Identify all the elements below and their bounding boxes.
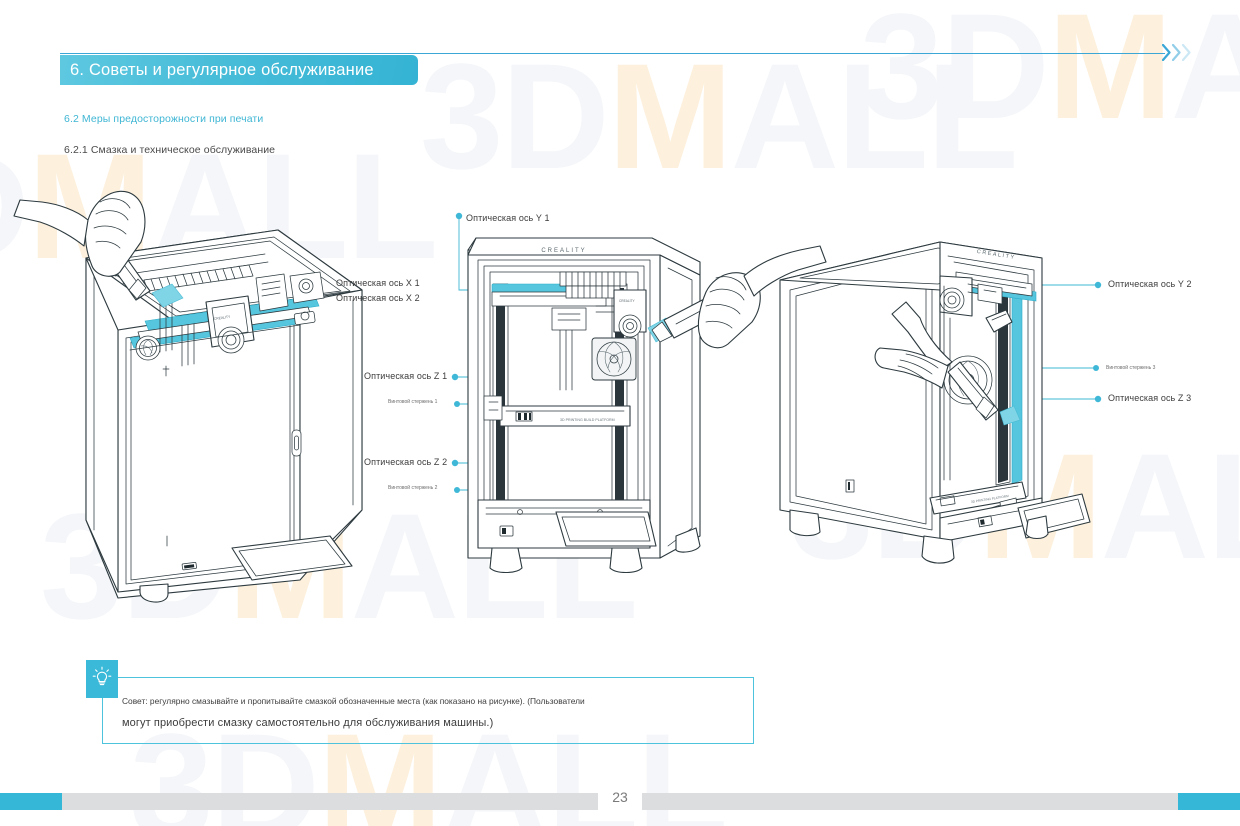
hand-brush-1 <box>13 190 184 308</box>
watermark-m: M <box>1047 0 1173 150</box>
svg-text:3D PRINTING BUILD PLATFORM: 3D PRINTING BUILD PLATFORM <box>560 418 615 422</box>
chevron-decoration <box>1162 44 1191 61</box>
printer-illustration-1: РЕАЛЬНОСТЬ CREALITY <box>13 190 363 603</box>
section-heading-6-2-1: 6.2.1 Смазка и техническое обслуживание <box>64 144 276 156</box>
rail-z3 <box>1011 291 1023 485</box>
toolhead-1: CREALITY <box>205 295 255 354</box>
callout-label-optical-z2: Оптическая ось Z 2 <box>364 457 448 467</box>
chevron-right-icon <box>1172 44 1181 61</box>
toolhead-2: CREALITY <box>595 289 647 338</box>
screw-rod-3 <box>998 296 1008 483</box>
svg-text:CREALITY: CREALITY <box>214 315 232 321</box>
printer-illustration-3: CREALITY <box>779 241 1091 564</box>
footer-cap-right <box>1178 793 1240 810</box>
watermark: 3DMALL <box>420 30 1019 203</box>
callout-label-screw-rod-2: Винтовой стержень 2 <box>388 485 438 491</box>
callout-label-optical-x2: Оптическая ось X 2 <box>336 293 420 303</box>
tip-text-line-1: Совет: регулярно смазывайте и пропитывай… <box>122 696 585 706</box>
chevron-right-icon <box>1182 44 1191 61</box>
fan-1 <box>135 335 161 361</box>
tip-icon-box <box>86 660 118 698</box>
watermark-all: ALL <box>730 32 1019 200</box>
watermark-m: M <box>607 32 733 200</box>
callout-label-optical-y1: Оптическая ось Y 1 <box>466 213 550 223</box>
printer-2-brand: CREALITY <box>541 248 586 254</box>
footer-cap-left <box>0 793 62 810</box>
footer-bar <box>0 793 1240 810</box>
hand-brush-3 <box>874 301 1021 426</box>
watermark: 3DMALL <box>860 0 1240 153</box>
cable-chain-2 <box>559 271 627 299</box>
callout-label-optical-z3: Оптическая ось Z 3 <box>1108 393 1192 403</box>
hand-brush-2 <box>647 245 827 349</box>
footer-gray-right <box>642 793 1178 810</box>
callout-label-screw-rod-1: Винтовой стержень 1 <box>388 399 438 405</box>
footer-page-gap <box>598 793 642 810</box>
chapter-title: 6. Советы и регулярное обслуживание <box>70 60 374 79</box>
printer-illustration-2: CREALITY CREALITY <box>467 237 827 574</box>
illustration-area: .ln { fill:none; stroke:#2d3a3f; stroke-… <box>0 180 1240 620</box>
callout-label-optical-y2: Оптическая ось Y 2 <box>1108 279 1192 289</box>
chevron-right-icon <box>1162 44 1171 61</box>
fan-2 <box>591 337 637 381</box>
callout-label-optical-x1: Оптическая ось X 1 <box>336 278 420 288</box>
lightbulb-icon <box>92 666 112 693</box>
electronics-1 <box>255 271 325 326</box>
svg-text:CREALITY: CREALITY <box>619 299 635 303</box>
callout-label-screw-rod-3: Винтовой стержень 3 <box>1106 365 1156 371</box>
knob-3 <box>985 309 1013 333</box>
header-rule <box>60 53 1165 54</box>
watermark-3d: 3D <box>420 32 610 200</box>
page-number: 23 <box>612 789 628 805</box>
watermark-3d: 3D <box>860 0 1050 150</box>
toolhead-3 <box>939 275 1003 317</box>
chapter-header-bar: 6. Советы и регулярное обслуживание <box>60 55 418 85</box>
svg-text:3D PRINTING PLATFORM: 3D PRINTING PLATFORM <box>971 494 1010 504</box>
tip-text-line-2: могут приобрести смазку самостоятельно д… <box>122 717 494 729</box>
callout-label-optical-z1: Оптическая ось Z 1 <box>364 371 448 381</box>
tip-box <box>102 677 754 744</box>
watermark-all: ALL <box>1170 0 1240 150</box>
z-rod-right <box>615 288 624 512</box>
footer-gray-left <box>62 793 598 810</box>
section-heading-6-2: 6.2 Меры предосторожности при печати <box>64 113 264 125</box>
